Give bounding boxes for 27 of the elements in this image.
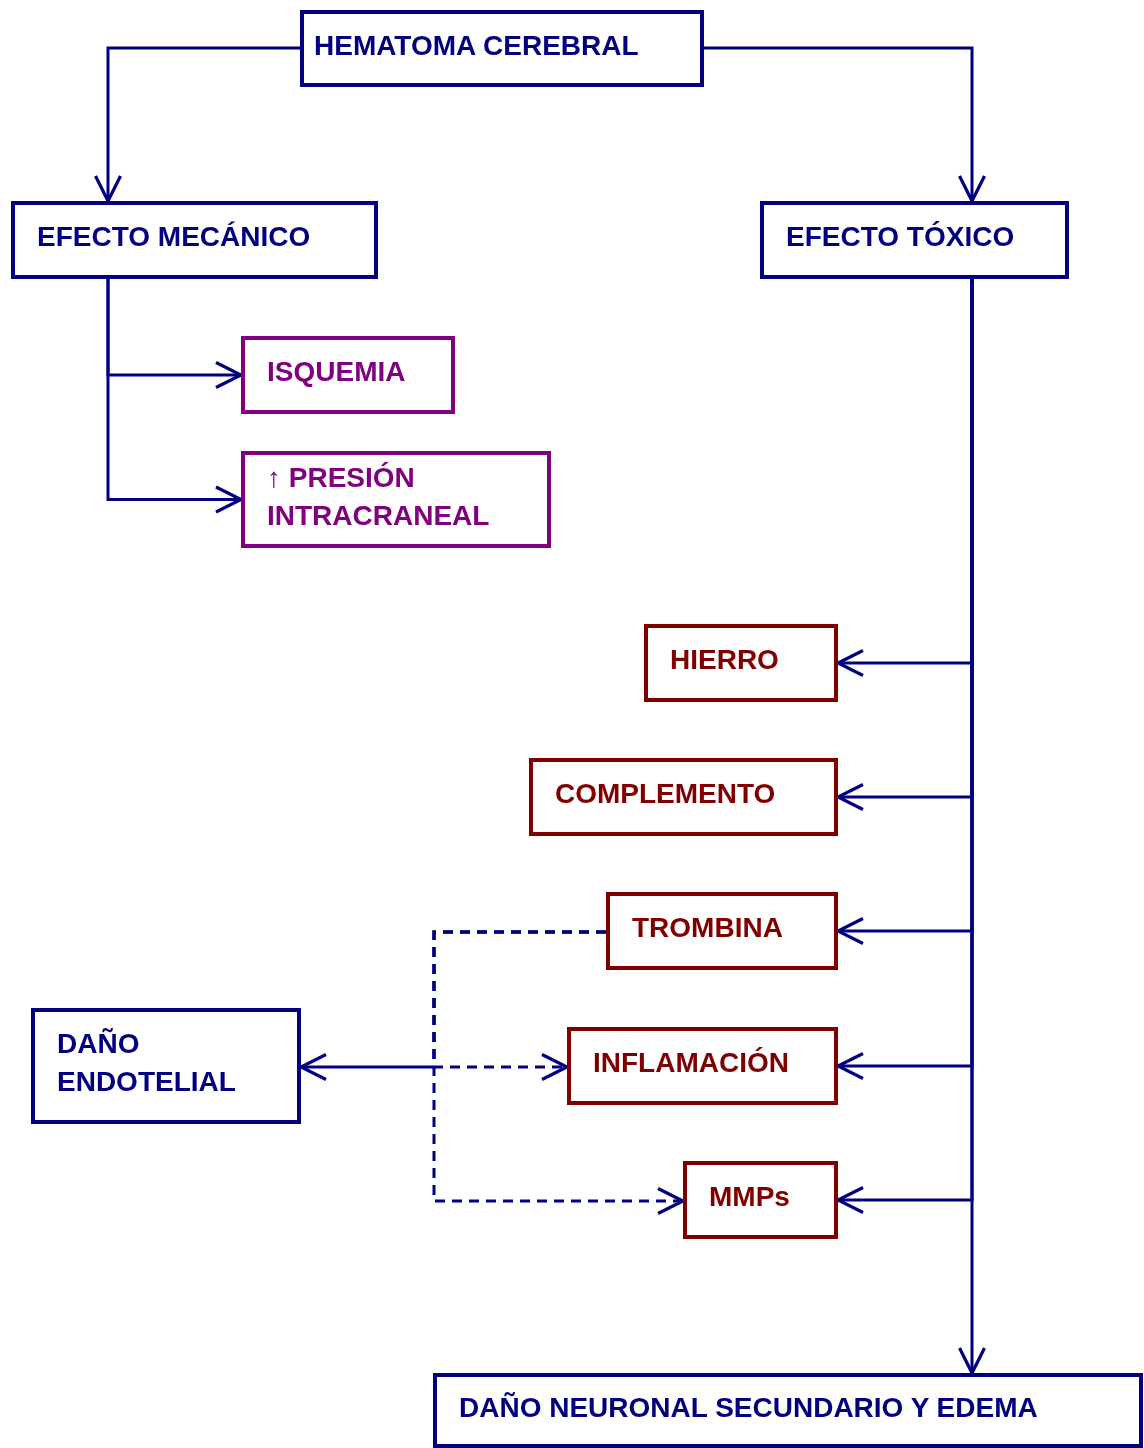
box-label: EFECTO MECÁNICO (37, 220, 312, 254)
box-label: MMPs (709, 1180, 791, 1214)
label-box (433, 1373, 1143, 1448)
box-label: ↑ PRESIÓN INTRACRANEAL (267, 460, 491, 533)
box-label: INFLAMACIÓN (593, 1046, 790, 1080)
box-label: DAÑO NEURONAL SECUNDARIO Y EDEMA (459, 1390, 1039, 1425)
box-label: DAÑO ENDOTELIAL (57, 1027, 237, 1099)
box-label: HIERRO (670, 643, 780, 677)
box-label: COMPLEMENTO (555, 777, 777, 811)
arrow (106, 279, 243, 514)
label-box (606, 892, 838, 970)
box-label: ISQUEMIA (267, 355, 407, 389)
box-label: EFECTO TÓXICO (786, 220, 1016, 254)
label-box (31, 1008, 301, 1124)
label-box (683, 1161, 838, 1239)
arrow (93, 46, 300, 203)
label-box (241, 336, 455, 414)
label-box (760, 201, 1069, 279)
label-box (241, 451, 551, 548)
label-box (529, 758, 838, 836)
box-label: TROMBINA (632, 911, 784, 945)
label-box (11, 201, 378, 279)
box-label: HEMATOMA CEREBRAL (314, 28, 640, 63)
label-box (567, 1027, 838, 1105)
label-box (300, 10, 704, 87)
label-box (644, 624, 838, 702)
arrow (704, 46, 987, 203)
